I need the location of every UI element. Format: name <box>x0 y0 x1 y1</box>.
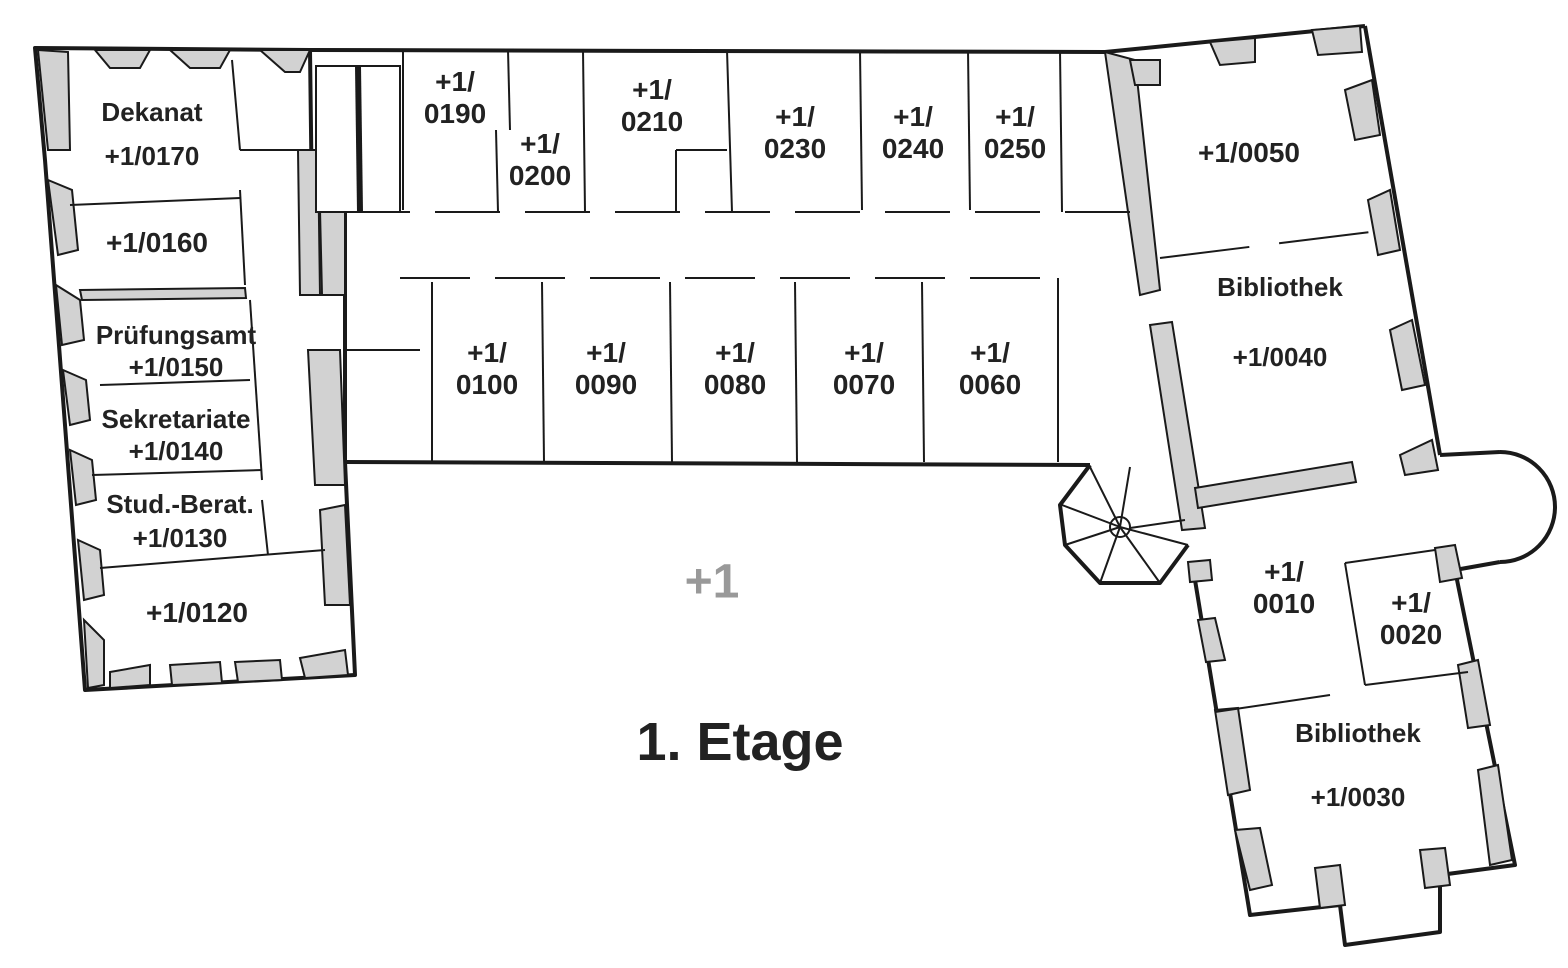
room-number: +1/0160 <box>106 227 208 258</box>
room-name: Bibliothek <box>1217 272 1343 302</box>
room-label-0170: Dekanat +1/0170 <box>101 90 202 178</box>
room-label-0250: +1/ 0250 <box>984 101 1046 165</box>
room-number-prefix: +1/ <box>775 101 815 132</box>
room-number: 0070 <box>832 369 896 400</box>
room-label-0240: +1/ 0240 <box>882 101 944 165</box>
room-label-0010: +1/ 0010 <box>1253 556 1315 620</box>
room-number-prefix: +1/ <box>435 66 475 97</box>
floor-title: 1. Etage <box>636 712 844 772</box>
room-name: Dekanat <box>101 97 203 127</box>
room-label-0120: +1/0120 <box>146 597 248 629</box>
room-number: 0210 <box>620 106 684 137</box>
room-number-prefix: +1/ <box>995 101 1035 132</box>
room-label-0100: +1/ 0100 <box>456 337 518 401</box>
room-label-0210: +1/ 0210 <box>621 74 683 138</box>
room-number: +1/0140 <box>128 436 224 466</box>
room-label-0030: Bibliothek +1/0030 <box>1295 701 1421 829</box>
room-number-prefix: +1/ <box>467 337 507 368</box>
room-number: 0020 <box>1379 619 1443 650</box>
interior-partitions <box>69 49 1469 713</box>
room-name: Prüfungsamt <box>95 320 257 350</box>
room-number-prefix: +1/ <box>586 337 626 368</box>
room-number-prefix: +1/ <box>520 128 560 159</box>
room-label-0190: +1/ 0190 <box>424 66 486 130</box>
room-number: 0190 <box>423 98 487 129</box>
room-number: 0100 <box>455 369 519 400</box>
room-number: +1/0170 <box>104 141 200 171</box>
room-number: 0230 <box>763 133 827 164</box>
room-label-0200: +1/ 0200 <box>509 128 571 192</box>
room-number: 0200 <box>508 160 572 191</box>
room-label-0070: +1/ 0070 <box>833 337 895 401</box>
room-number: +1/0040 <box>1232 342 1328 372</box>
room-label-0230: +1/ 0230 <box>764 101 826 165</box>
room-number: +1/0030 <box>1310 782 1406 812</box>
wall-thickness <box>36 24 1514 910</box>
room-number: 0060 <box>958 369 1022 400</box>
room-number: 0090 <box>574 369 638 400</box>
room-number: +1/0120 <box>146 597 248 628</box>
room-number: +1/0150 <box>128 352 224 382</box>
room-number-prefix: +1/ <box>970 337 1010 368</box>
room-number: +1/0050 <box>1198 137 1300 168</box>
room-label-0160: +1/0160 <box>106 227 208 259</box>
room-label-0020: +1/ 0020 <box>1380 587 1442 651</box>
room-name: Stud.-Berat. <box>106 489 254 519</box>
room-number-prefix: +1/ <box>1391 587 1431 618</box>
room-label-0090: +1/ 0090 <box>575 337 637 401</box>
room-label-0040: Bibliothek +1/0040 <box>1217 252 1343 392</box>
room-number-prefix: +1/ <box>1264 556 1304 587</box>
room-number: 0250 <box>983 133 1047 164</box>
room-label-0080: +1/ 0080 <box>704 337 766 401</box>
room-number-prefix: +1/ <box>893 101 933 132</box>
room-name: Sekretariate <box>101 404 251 434</box>
room-number: 0240 <box>881 133 945 164</box>
room-number-prefix: +1/ <box>715 337 755 368</box>
room-label-0050: +1/0050 <box>1198 137 1300 169</box>
room-number: 0010 <box>1252 588 1316 619</box>
room-number: +1/0130 <box>132 523 228 553</box>
room-number: 0080 <box>703 369 767 400</box>
floor-marker: +1 <box>684 555 740 609</box>
room-label-0150: Prüfungsamt +1/0150 <box>96 319 256 383</box>
room-label-0130: Stud.-Berat. +1/0130 <box>106 487 253 555</box>
room-name: Bibliothek <box>1295 718 1421 748</box>
room-number-prefix: +1/ <box>632 74 672 105</box>
room-label-0060: +1/ 0060 <box>959 337 1021 401</box>
room-label-0140: Sekretariate +1/0140 <box>102 403 251 467</box>
room-number-prefix: +1/ <box>844 337 884 368</box>
